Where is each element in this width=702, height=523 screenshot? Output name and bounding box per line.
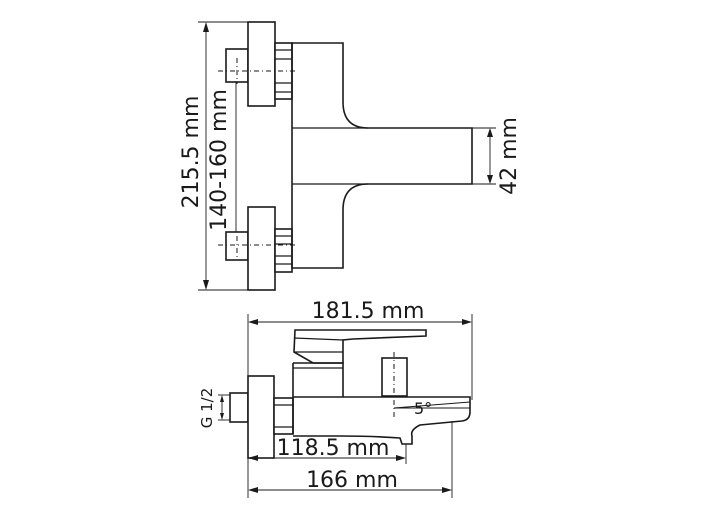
- side-connection: [229, 375, 294, 459]
- body-outline-top: [291, 42, 473, 269]
- lever-handle: [293, 329, 427, 364]
- body-outline-side: [292, 362, 344, 434]
- dim-spout-height: [472, 127, 496, 185]
- spout-outline: [293, 396, 471, 445]
- side-view: 181.5 mm G 1/2: [198, 299, 473, 498]
- dim-handle-spacing: [233, 70, 239, 246]
- label-body-length: 166 mm: [306, 468, 398, 493]
- label-handle-spacing: 140-160 mm: [207, 89, 232, 231]
- top-view: 215.5 mm 140-160 mm: [179, 21, 522, 291]
- label-overall-length: 181.5 mm: [312, 299, 425, 324]
- label-angle: 5°: [414, 399, 432, 418]
- lower-connection: [218, 206, 298, 291]
- dim-thread: [218, 394, 230, 421]
- dim-body-length: [247, 421, 453, 498]
- label-spout-height: 42 mm: [497, 117, 522, 195]
- dim-angle: [393, 401, 471, 409]
- dim-overall-length: [247, 314, 473, 400]
- label-spout-reach: 118.5 mm: [277, 436, 390, 461]
- label-overall-height: 215.5 mm: [179, 96, 204, 209]
- diverter-knob: [381, 352, 408, 420]
- dim-spout-reach: [248, 444, 407, 464]
- label-thread: G 1/2: [198, 388, 216, 429]
